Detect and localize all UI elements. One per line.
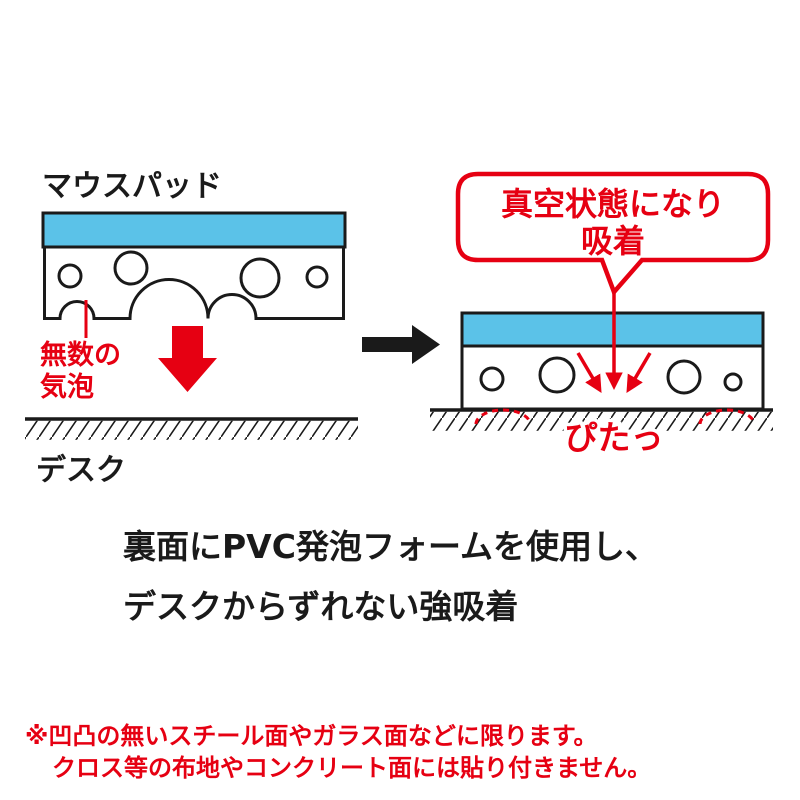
bubble-text-line1: 真空状態になり xyxy=(501,185,725,223)
desk-surface-left xyxy=(25,417,358,440)
mousepad-label: マウスパッド xyxy=(42,169,222,204)
footnote-line2: クロス等の布地やコンクリート面には貼り付きません。 xyxy=(52,754,651,782)
speech-bubble xyxy=(455,171,771,297)
right-arrow-icon xyxy=(362,325,440,364)
right-diagram: 真空状態になり 吸着 ぴたっ xyxy=(430,171,773,461)
pad-foam-layer xyxy=(43,245,345,320)
footnote: ※凹凸の無いスチール面やガラス面などに限ります。 クロス等の布地やコンクリート面… xyxy=(25,722,651,782)
mousepad-cross-section xyxy=(41,211,347,320)
left-diagram: マウスパッド 無数の 気泡 デスク xyxy=(25,169,358,488)
footnote-line1: ※凹凸の無いスチール面やガラス面などに限ります。 xyxy=(25,722,597,750)
bubble-note-line2: 気泡 xyxy=(40,371,94,403)
foam-bubble xyxy=(723,372,743,392)
foam-bubble xyxy=(305,265,329,289)
desk-label: デスク xyxy=(36,453,126,488)
stick-sound-label: ぴたっ xyxy=(565,418,664,457)
foam-bubble xyxy=(479,366,505,392)
bubble-note-line1: 無数の xyxy=(40,340,121,371)
pad-top-layer xyxy=(41,211,347,249)
foam-bubble xyxy=(57,263,83,289)
suction-arc-left xyxy=(474,408,532,425)
suction-arc-right xyxy=(698,408,756,425)
foam-bubble xyxy=(538,356,576,394)
caption-line2: デスクからずれない強吸着 xyxy=(123,587,518,626)
foam-bubble xyxy=(113,250,149,286)
caption-line1: 裏面にPVC発泡フォームを使用し、 xyxy=(123,527,658,566)
vacuum-arrows-icon xyxy=(576,290,652,394)
foam-bubble xyxy=(239,257,281,299)
press-down-arrow-icon xyxy=(158,326,217,392)
caption: 裏面にPVC発泡フォームを使用し、 デスクからずれない強吸着 xyxy=(123,527,658,626)
foam-bubble xyxy=(666,359,702,395)
bubble-text-line2: 吸着 xyxy=(581,222,645,260)
